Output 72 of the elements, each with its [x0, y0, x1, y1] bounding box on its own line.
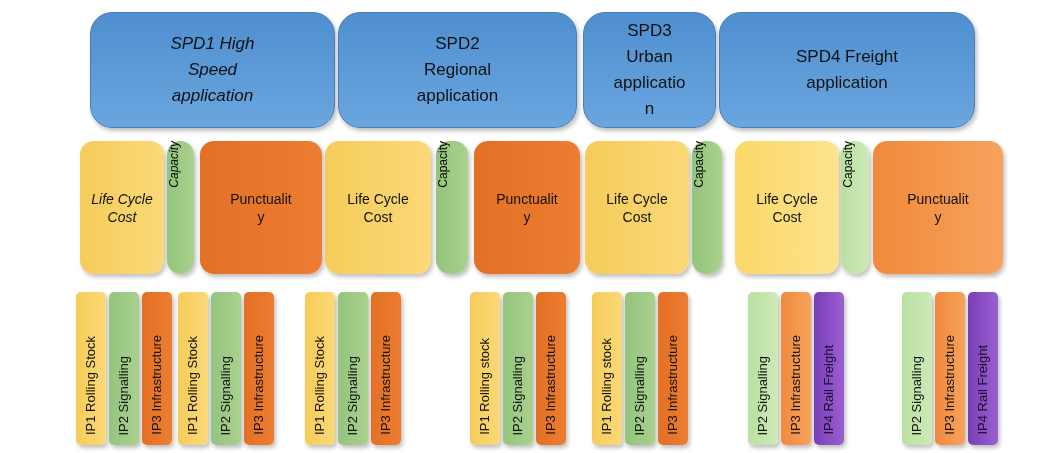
innovation-bar: [902, 292, 932, 445]
criterion-label: IP2 Signalling: [345, 355, 361, 435]
innovation-bar: [625, 292, 655, 445]
innovation-bar: [470, 292, 500, 445]
criterion-label: Punctuality: [229, 189, 293, 226]
criterion-box: [80, 141, 164, 274]
application-box: [90, 12, 335, 128]
innovation-bar: [814, 292, 844, 445]
innovation-bar: [211, 292, 241, 445]
application-title: SPD1 High Speed application: [169, 33, 256, 107]
criterion-label: IP1 Rolling Stock: [312, 336, 328, 435]
innovation-bar: [748, 292, 778, 445]
innovation-bar: [503, 292, 533, 445]
innovation-bar: [592, 292, 622, 445]
innovation-bar: [781, 292, 811, 445]
application-box: [719, 12, 975, 128]
criterion-label: Life Cycle Cost: [346, 189, 410, 226]
criterion-label: IP1 Rolling stock: [477, 338, 493, 435]
innovation-bar: [76, 292, 106, 445]
criterion-box: [735, 141, 839, 274]
criterion-label: IP3 Infrastructure: [149, 335, 165, 435]
criterion-label: IP4 Rail Freight: [821, 345, 837, 435]
criterion-label: Capacity: [167, 141, 181, 188]
innovation-bar: [142, 292, 172, 445]
innovation-bar: [536, 292, 566, 445]
application-box: [338, 12, 577, 128]
criterion-label: Life Cycle Cost: [605, 189, 669, 226]
criterion-label: IP3 Infrastructure: [251, 335, 267, 435]
application-title: SPD3 Urban application: [612, 20, 687, 120]
application-title: SPD2 Regional application: [415, 33, 500, 107]
criterion-box: [585, 141, 689, 274]
application-title: SPD4 Freight application: [794, 46, 899, 94]
criterion-label: IP2 Signalling: [909, 355, 925, 435]
innovation-bar: [305, 292, 335, 445]
innovation-bar: [109, 292, 139, 445]
criterion-label: IP1 Rolling Stock: [185, 336, 201, 435]
criterion-label: Capacity: [436, 141, 450, 188]
innovation-bar: [178, 292, 208, 445]
criterion-label: IP3 Infrastructure: [788, 335, 804, 435]
criterion-label: IP3 Infrastructure: [543, 335, 559, 435]
criterion-label: IP1 Rolling stock: [599, 338, 615, 435]
criterion-bar: [167, 141, 194, 274]
criterion-label: Capacity: [841, 141, 855, 188]
innovation-bar: [968, 292, 998, 445]
criterion-label: Punctuality: [495, 189, 559, 226]
innovation-bar: [371, 292, 401, 445]
criterion-label: Capacity: [692, 141, 706, 188]
criterion-box: [873, 141, 1003, 274]
innovation-bar: [338, 292, 368, 445]
criterion-label: IP2 Signalling: [510, 355, 526, 435]
criterion-label: Life Cycle Cost: [755, 189, 819, 226]
criterion-label: IP2 Signalling: [632, 355, 648, 435]
innovation-bar: [244, 292, 274, 445]
criterion-label: IP2 Signalling: [218, 355, 234, 435]
criterion-label: Life Cycle Cost: [90, 189, 154, 226]
criterion-label: IP3 Infrastructure: [942, 335, 958, 435]
criterion-label: IP1 Rolling Stock: [83, 336, 99, 435]
criterion-box: [200, 141, 322, 274]
innovation-bar: [935, 292, 965, 445]
criterion-label: IP2 Signalling: [755, 355, 771, 435]
criterion-label: IP2 Signalling: [116, 355, 132, 435]
criterion-box: [474, 141, 580, 274]
innovation-bar: [658, 292, 688, 445]
criterion-label: Punctuality: [906, 189, 970, 226]
criterion-bar: [436, 141, 468, 274]
criterion-label: IP4 Rail Freight: [975, 345, 991, 435]
criterion-box: [325, 141, 431, 274]
criterion-label: IP3 Infrastructure: [378, 335, 394, 435]
criterion-bar: [692, 141, 722, 274]
application-box: [583, 12, 716, 128]
criterion-label: IP3 Infrastructure: [665, 335, 681, 435]
criterion-bar: [841, 141, 869, 274]
